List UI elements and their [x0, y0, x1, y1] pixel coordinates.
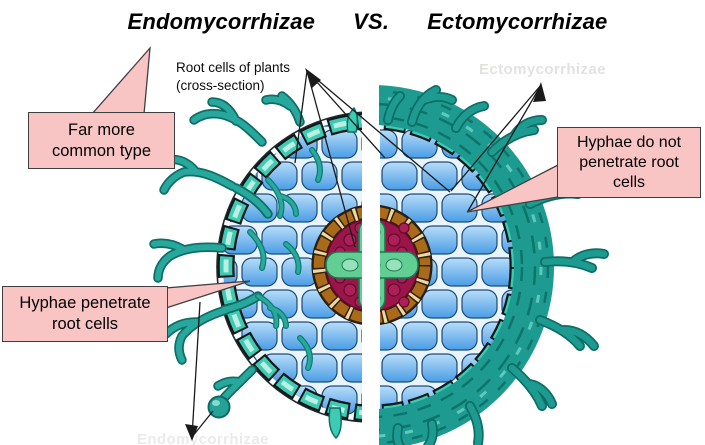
root-cells-label-line1: Root cells of plants: [176, 60, 291, 75]
title-endomycorrhizae: Endomycorrhizae: [127, 9, 316, 34]
figure-title: Endomycorrhizae VS. Ectomycorrhizae: [0, 9, 705, 35]
title-ectomycorrhizae: Ectomycorrhizae: [427, 9, 608, 34]
callout-far-more-common: Far more common type: [28, 112, 175, 169]
callout-hyphae-penetrate: Hyphae penetrate root cells: [2, 286, 168, 342]
ghost-label-endomycorrhizae: Endomycorrhizae: [137, 431, 269, 445]
ectomycorrhizae-mantle: [379, 90, 604, 445]
root-cells-label: Root cells of plants (cross-section): [176, 59, 290, 95]
callout-pointers: [90, 46, 559, 309]
callout-hyphae-do-not-penetrate: Hyphae do not penetrate root cells: [557, 127, 701, 198]
vesicle: [207, 395, 231, 419]
endomycorrhizae-hyphae: [154, 96, 359, 440]
label-arrowheads: [185, 68, 546, 441]
label-lines: [191, 70, 542, 438]
ghost-label-ectomycorrhizae: Ectomycorrhizae: [479, 61, 606, 78]
title-vs: VS.: [353, 9, 390, 34]
root-cells-label-line2: (cross-section): [176, 77, 265, 93]
pointer-far-more-common: [90, 46, 151, 115]
split-gap: [362, 104, 380, 444]
root-cross-section: [216, 104, 528, 444]
root-hair-protrusions: [328, 106, 359, 440]
